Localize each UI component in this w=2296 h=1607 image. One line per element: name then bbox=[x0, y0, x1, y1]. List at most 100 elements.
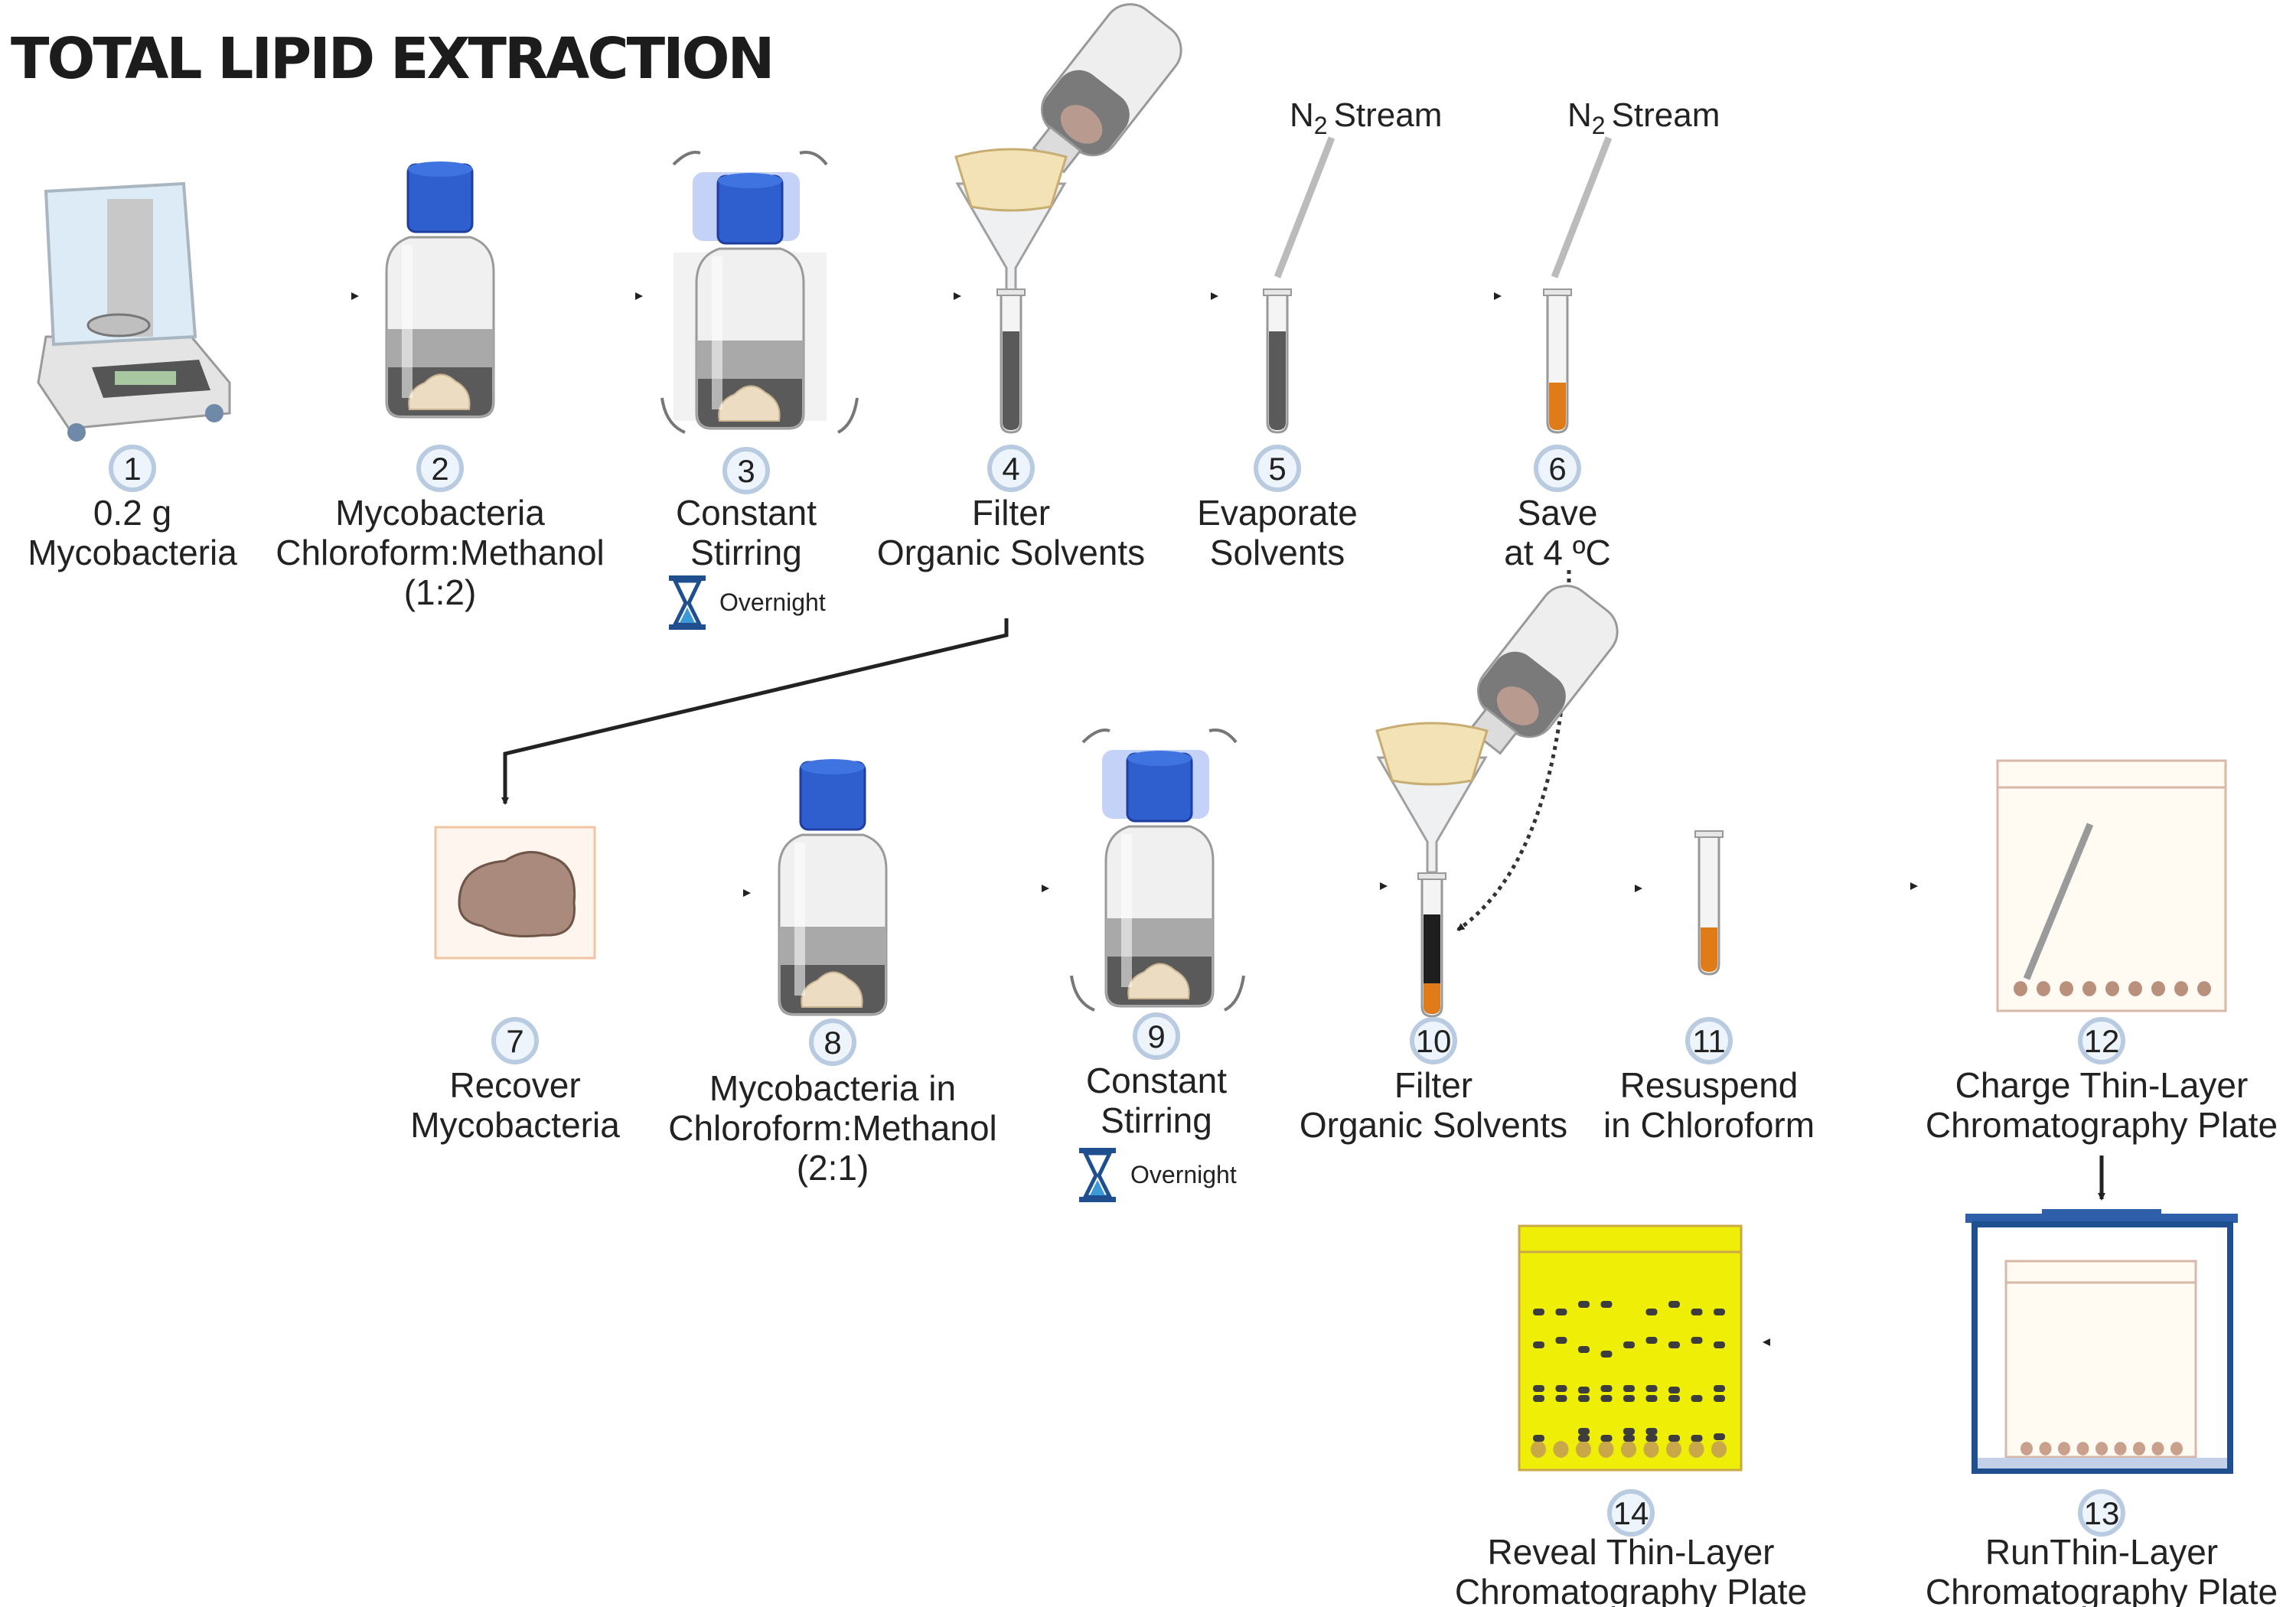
lipid-band bbox=[1668, 1395, 1680, 1402]
lipid-band bbox=[1600, 1395, 1613, 1402]
step-number-badge bbox=[987, 445, 1035, 492]
tube-icon bbox=[1262, 288, 1293, 434]
step-number-badge bbox=[1607, 1489, 1655, 1537]
step-number-badge bbox=[109, 445, 156, 492]
step-label-line: Charge Thin-Layer bbox=[1955, 1065, 2249, 1105]
step-number: 14 bbox=[1613, 1495, 1649, 1531]
step-label-line: (1:2) bbox=[404, 572, 477, 612]
step-number: 6 bbox=[1548, 451, 1566, 487]
step-number-badge bbox=[809, 1019, 856, 1066]
sample-spot bbox=[1643, 1441, 1659, 1458]
step-label-line: Constant bbox=[1086, 1061, 1227, 1100]
step-label-line: Filter bbox=[972, 493, 1050, 533]
sample-spot bbox=[1553, 1441, 1569, 1458]
step-number-badge bbox=[491, 1017, 539, 1064]
lipid-band bbox=[1600, 1301, 1613, 1308]
lipid-band bbox=[1623, 1395, 1635, 1402]
sample-spot bbox=[2151, 1442, 2164, 1455]
step-label-line: Chromatography Plate bbox=[1455, 1572, 1807, 1607]
shaking-bottle-icon bbox=[1070, 729, 1245, 1012]
step-label-line: Organic Solvents bbox=[877, 533, 1145, 572]
lipid-band bbox=[1578, 1346, 1590, 1353]
step-number: 1 bbox=[123, 451, 141, 487]
step-label-line: Mycobacteria bbox=[335, 493, 545, 533]
lipid-band bbox=[1645, 1395, 1658, 1402]
funnel-icon bbox=[954, 148, 1068, 300]
step-label-line: Constant bbox=[676, 493, 817, 533]
lipid-band bbox=[1578, 1387, 1590, 1393]
step-label-line: Reveal Thin-Layer bbox=[1487, 1532, 1774, 1572]
step-number-badge bbox=[2078, 1017, 2125, 1064]
step-label-line: Mycobacteria bbox=[28, 533, 237, 572]
bottle-icon bbox=[385, 160, 495, 419]
svg-text:Overnight: Overnight bbox=[1130, 1161, 1237, 1188]
bottle-icon bbox=[778, 758, 888, 1016]
tube-icon bbox=[996, 288, 1026, 434]
pipette-icon bbox=[1551, 136, 1613, 279]
sample-spot bbox=[2037, 981, 2050, 996]
lipid-band bbox=[1645, 1428, 1658, 1435]
step-number-badge bbox=[416, 445, 464, 492]
sample-spot bbox=[1666, 1441, 1681, 1458]
step-label-line: Mycobacteria in bbox=[709, 1068, 956, 1108]
sample-spot bbox=[1531, 1441, 1546, 1458]
step-label-line: Organic Solvents bbox=[1300, 1105, 1567, 1145]
step-label-line: Filter bbox=[1394, 1065, 1473, 1105]
lipid-band bbox=[1691, 1309, 1703, 1315]
sample-spot bbox=[2133, 1442, 2145, 1455]
pipette-icon bbox=[1274, 136, 1336, 279]
sample-spot bbox=[1598, 1441, 1614, 1458]
overnight-indicator: Overnight bbox=[669, 575, 826, 630]
lipid-band bbox=[1623, 1435, 1635, 1442]
step-label-line: Chloroform:Methanol bbox=[276, 533, 605, 572]
sample-spot bbox=[1688, 1441, 1704, 1458]
lipid-band bbox=[1555, 1337, 1567, 1344]
lipid-band bbox=[1645, 1385, 1658, 1392]
lipid-band bbox=[1714, 1395, 1725, 1402]
step-number-badge bbox=[1254, 445, 1301, 492]
lipid-band bbox=[1600, 1435, 1613, 1442]
step-number: 10 bbox=[1416, 1023, 1452, 1059]
step-label-line: Evaporate bbox=[1197, 493, 1358, 533]
flow-arrows-row2 bbox=[603, 882, 2105, 1346]
step-number: 2 bbox=[431, 451, 448, 487]
shaking-bottle-icon bbox=[660, 151, 859, 434]
step-label-line: at 4 ºC bbox=[1504, 533, 1611, 572]
step-number-badge bbox=[1534, 445, 1581, 492]
sample-spot bbox=[2060, 981, 2073, 996]
tube-icon bbox=[1694, 830, 1724, 976]
step-number-badge bbox=[722, 447, 770, 494]
revealed-tlc-plate-icon bbox=[1518, 1224, 1743, 1472]
lipid-band bbox=[1645, 1435, 1658, 1442]
mycobacteria-pellet-icon bbox=[434, 826, 596, 960]
step-number-badge bbox=[1410, 1017, 1457, 1064]
sample-spot bbox=[2114, 1442, 2127, 1455]
lipid-band bbox=[1645, 1337, 1658, 1344]
hourglass-icon bbox=[1079, 1148, 1116, 1202]
step-label-line: Chromatography Plate bbox=[1926, 1105, 2278, 1145]
step-label-line: Solvents bbox=[1210, 533, 1345, 572]
step-label-line: Chloroform:Methanol bbox=[668, 1108, 997, 1148]
step-number-badge bbox=[1685, 1017, 1733, 1064]
tube-icon bbox=[1542, 288, 1573, 434]
sample-spot bbox=[2151, 981, 2165, 996]
lipid-band bbox=[1533, 1385, 1544, 1392]
lipid-band bbox=[1714, 1341, 1725, 1348]
step-label-line: in Chloroform bbox=[1603, 1105, 1815, 1145]
lipid-band bbox=[1668, 1387, 1680, 1393]
step-number: 9 bbox=[1147, 1019, 1165, 1054]
lipid-band bbox=[1714, 1309, 1725, 1315]
step-number: 7 bbox=[506, 1023, 523, 1059]
lipid-band bbox=[1600, 1385, 1613, 1392]
lipid-band bbox=[1578, 1435, 1590, 1442]
capillary-icon bbox=[2023, 823, 2094, 980]
sample-spot bbox=[2105, 981, 2119, 996]
